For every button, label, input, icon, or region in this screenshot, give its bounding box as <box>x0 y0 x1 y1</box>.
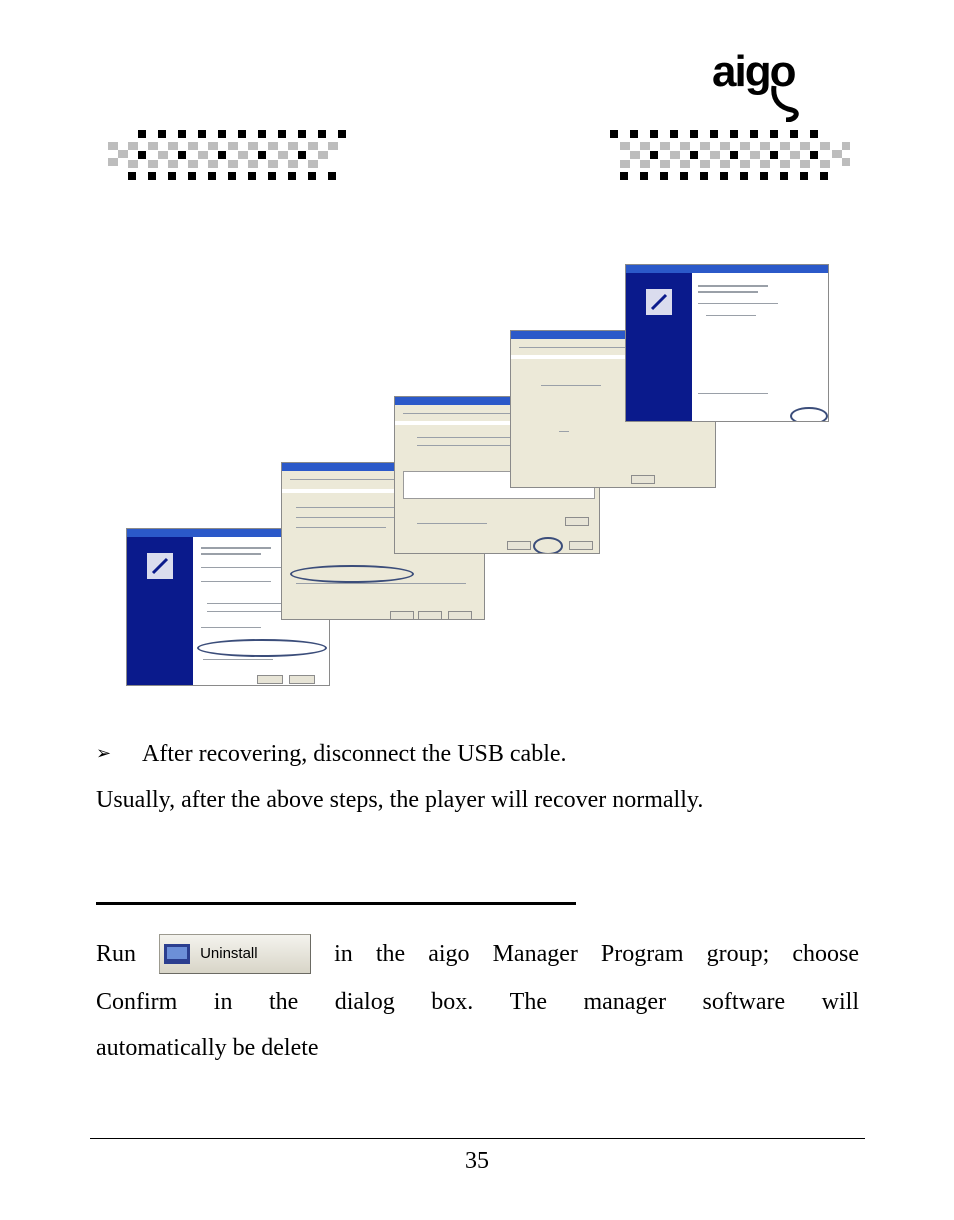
word: will <box>821 989 859 1015</box>
word: Confirm <box>96 989 178 1015</box>
aigo-logo: aigo <box>712 50 799 122</box>
wizard-screenshot-5 <box>625 264 829 422</box>
word: aigo <box>428 941 470 967</box>
wizard-logo-icon <box>646 289 672 315</box>
word: manager <box>583 989 667 1015</box>
word: dialog <box>334 989 395 1015</box>
section-divider <box>96 902 576 905</box>
uninstall-program-icon <box>164 944 191 964</box>
wizard-logo-icon <box>147 553 173 579</box>
svg-text:aigo: aigo <box>712 50 796 96</box>
footer-divider <box>90 1138 865 1139</box>
word: box. <box>431 989 474 1015</box>
uninstall-line-3: automatically be delete <box>96 1035 319 1061</box>
uninstall-line-1: Run Uninstall in the aigo Manager Progra… <box>96 930 859 978</box>
uninstall-line-2: Confirm in the dialog box. The manager s… <box>96 978 859 1026</box>
bullet-text: After recovering, disconnect the USB cab… <box>142 741 567 767</box>
word: in <box>213 989 233 1015</box>
word: in <box>334 941 353 967</box>
word: the <box>268 989 299 1015</box>
word: Manager <box>492 941 578 967</box>
word: group; <box>706 941 770 967</box>
word: Program <box>600 941 684 967</box>
word: software <box>702 989 786 1015</box>
recovery-paragraph: Usually, after the above steps, the play… <box>96 787 704 813</box>
uninstall-paragraph: Run Uninstall in the aigo Manager Progra… <box>96 930 859 1070</box>
checker-banner-left <box>108 130 346 180</box>
uninstall-button-label: Uninstall <box>200 945 258 962</box>
word: Run <box>96 941 137 967</box>
page-number: 35 <box>465 1148 489 1174</box>
word: The <box>509 989 547 1015</box>
bullet-item: ➢ After recovering, disconnect the USB c… <box>96 738 567 770</box>
word: the <box>375 941 406 967</box>
checker-banner-right <box>610 130 850 180</box>
word: choose <box>792 941 859 967</box>
arrow-bullet-icon: ➢ <box>96 743 112 764</box>
uninstall-button[interactable]: Uninstall <box>159 934 312 974</box>
